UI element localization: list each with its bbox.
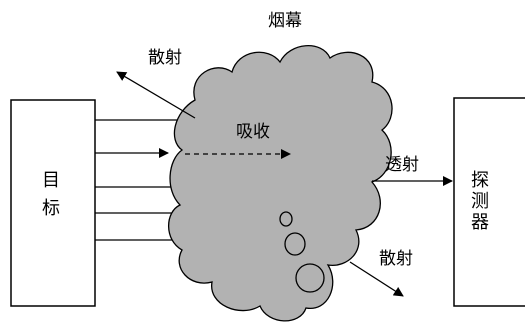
- scatter-top-label: 散射: [148, 48, 182, 68]
- target-box-label-2: 标: [42, 198, 60, 219]
- bubble-1: [280, 212, 292, 226]
- absorb-label: 吸收: [236, 122, 270, 142]
- bubble-2: [285, 233, 305, 255]
- detector-box-label-3: 器: [471, 212, 489, 233]
- scatter-bottom-label: 散射: [379, 249, 413, 269]
- detector-box-label-2: 测: [471, 191, 489, 212]
- target-box-label-1: 目: [42, 170, 60, 191]
- detector-box-label-1: 探: [471, 170, 489, 191]
- bubble-3: [296, 264, 324, 292]
- smoke-label: 烟幕: [268, 11, 302, 31]
- smoke-cloud: [169, 46, 392, 321]
- detector-box: [454, 98, 525, 306]
- scatter-arrow-top: [117, 72, 195, 118]
- transmit-label: 透射: [385, 155, 419, 175]
